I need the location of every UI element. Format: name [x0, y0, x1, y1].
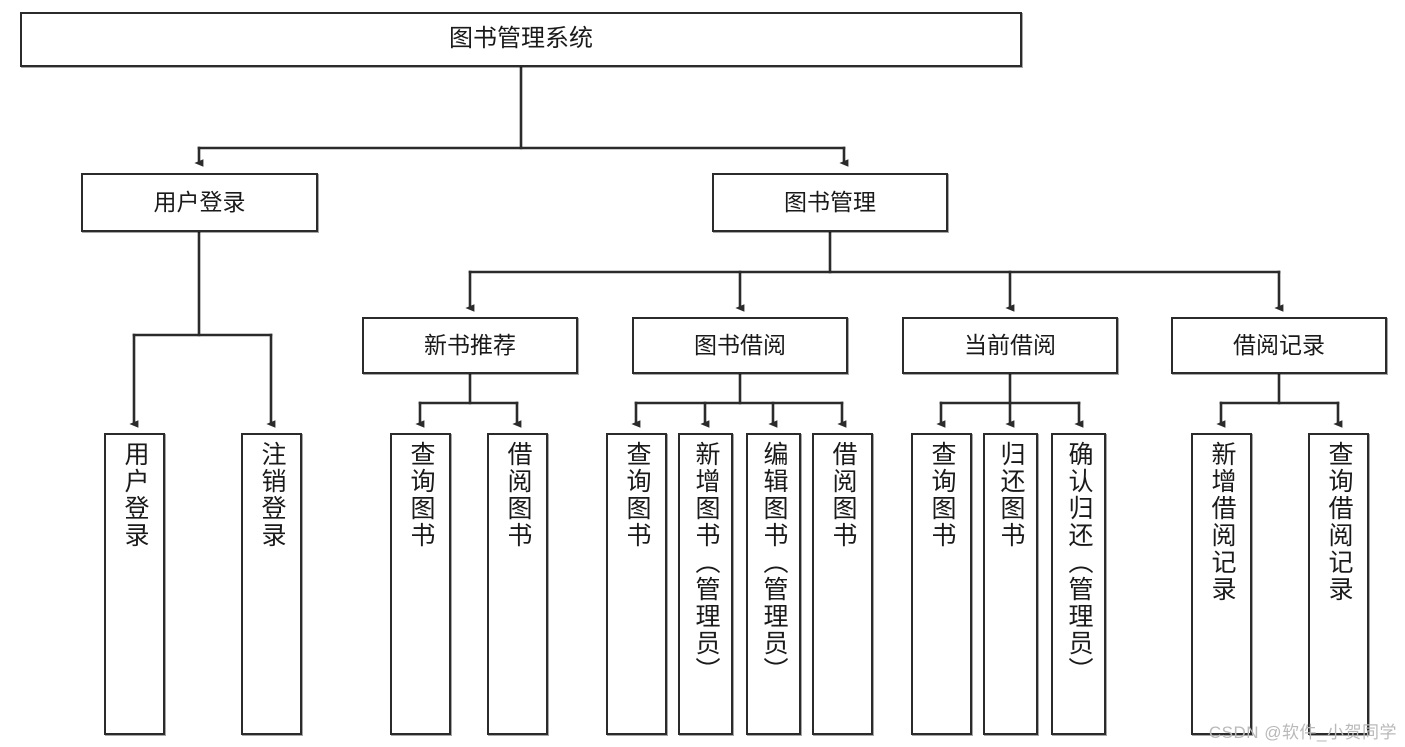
node-leaf-query-book-2-label: 查询图书: [623, 441, 651, 549]
node-leaf-return-book[interactable]: 归还图书: [983, 433, 1038, 735]
node-leaf-borrow-book-1-label: 借阅图书: [504, 441, 532, 549]
node-leaf-add-record[interactable]: 新增借阅记录: [1191, 433, 1252, 735]
watermark: CSDN @软件_小贺同学: [1208, 723, 1397, 742]
node-leaf-query-book-2[interactable]: 查询图书: [606, 433, 667, 735]
node-leaf-add-record-label: 新增借阅记录: [1208, 441, 1236, 603]
node-borrow-record[interactable]: 借阅记录: [1171, 317, 1387, 374]
node-book-manage[interactable]: 图书管理: [712, 173, 948, 232]
node-leaf-borrow-book-2[interactable]: 借阅图书: [812, 433, 873, 735]
node-leaf-confirm-return-label: 确认归还（管理员）: [1065, 441, 1093, 684]
node-root-label: 图书管理系统: [449, 25, 593, 53]
node-book-manage-label: 图书管理: [784, 188, 876, 215]
node-leaf-borrow-book-2-label: 借阅图书: [829, 441, 857, 549]
node-user-login[interactable]: 用户登录: [81, 173, 318, 232]
node-book-borrow-label: 图书借阅: [694, 331, 786, 358]
node-new-book-recommend[interactable]: 新书推荐: [362, 317, 578, 374]
node-leaf-logout-login[interactable]: 注销登录: [241, 433, 302, 735]
node-leaf-query-record-label: 查询借阅记录: [1325, 441, 1353, 603]
node-leaf-borrow-book-1[interactable]: 借阅图书: [487, 433, 548, 735]
node-current-borrow[interactable]: 当前借阅: [902, 317, 1118, 374]
node-leaf-add-book-label: 新增图书（管理员）: [692, 441, 720, 684]
node-leaf-add-book[interactable]: 新增图书（管理员）: [678, 433, 733, 735]
node-book-borrow[interactable]: 图书借阅: [632, 317, 848, 374]
node-user-login-label: 用户登录: [153, 188, 246, 215]
node-root[interactable]: 图书管理系统: [20, 12, 1022, 67]
node-new-book-recommend-label: 新书推荐: [424, 331, 516, 358]
node-leaf-query-book-3-label: 查询图书: [928, 441, 956, 549]
node-borrow-record-label: 借阅记录: [1233, 331, 1325, 358]
node-leaf-query-record[interactable]: 查询借阅记录: [1308, 433, 1369, 735]
node-leaf-confirm-return[interactable]: 确认归还（管理员）: [1051, 433, 1106, 735]
node-leaf-edit-book-label: 编辑图书（管理员）: [760, 441, 788, 684]
node-leaf-logout-login-label: 注销登录: [258, 441, 286, 549]
node-leaf-user-login[interactable]: 用户登录: [104, 433, 165, 735]
node-leaf-query-book-1[interactable]: 查询图书: [390, 433, 451, 735]
node-leaf-query-book-3[interactable]: 查询图书: [911, 433, 972, 735]
node-current-borrow-label: 当前借阅: [964, 331, 1056, 358]
node-leaf-return-book-label: 归还图书: [997, 441, 1025, 549]
node-leaf-query-book-1-label: 查询图书: [407, 441, 435, 549]
node-leaf-user-login-label: 用户登录: [121, 441, 149, 549]
node-leaf-edit-book[interactable]: 编辑图书（管理员）: [746, 433, 801, 735]
